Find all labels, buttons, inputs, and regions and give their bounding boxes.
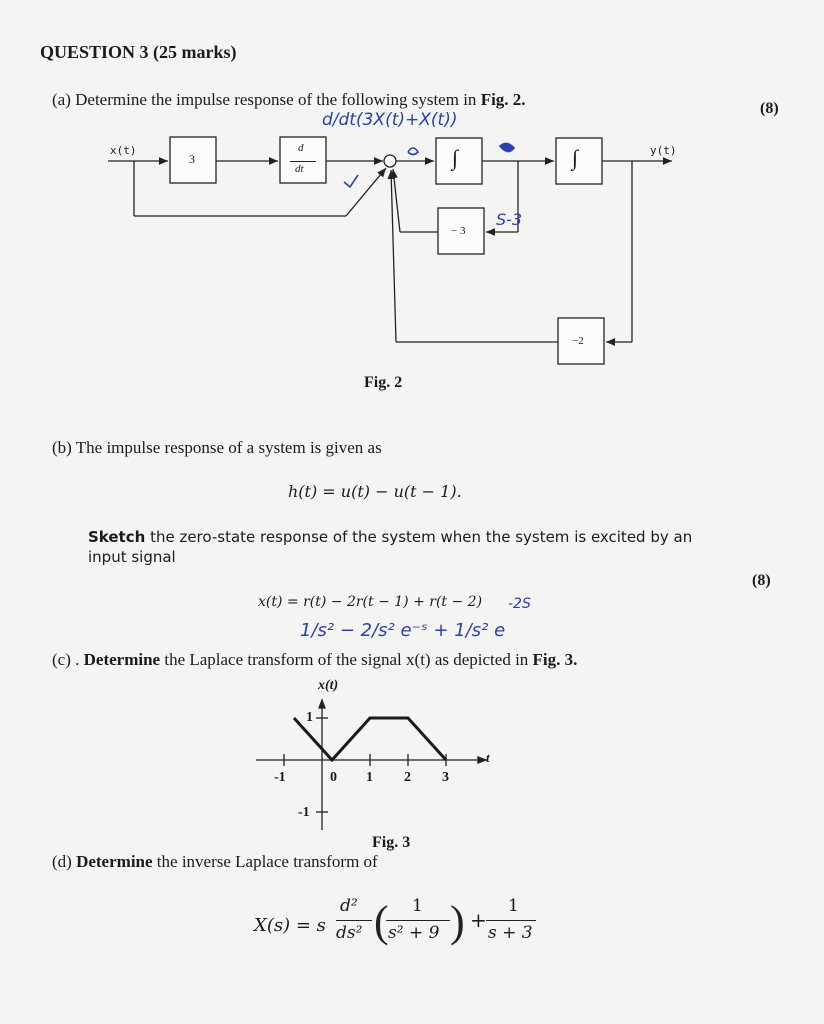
fig3-xtick-minus1: -1 [274, 770, 286, 785]
part-d-d2-den: ds² [336, 923, 363, 943]
part-d-lhs: X(s) = s [254, 915, 326, 936]
integrator-1-label: ∫ [452, 145, 459, 170]
part-b-bold: Sketch [88, 528, 146, 546]
part-a-text: (a) Determine the impulse response of th… [52, 90, 481, 109]
part-c-bold: Determine [83, 650, 161, 669]
integrator-1-block [435, 137, 483, 185]
gain-3-label: 3 [189, 152, 195, 166]
fig3-xtick-3: 3 [442, 770, 449, 785]
part-d-frac1-bar [386, 920, 450, 921]
part-c-prefix: (c) . [52, 650, 84, 669]
fig3-xtick-0: 0 [330, 770, 337, 785]
fig3-caption: Fig. 3 [372, 834, 411, 851]
part-b-text-1: the zero-state response of the system wh… [145, 528, 693, 546]
part-a-marks: (8) [760, 100, 779, 117]
question-title: QUESTION 3 (25 marks) [40, 42, 237, 62]
part-b-marks: (8) [752, 572, 771, 589]
part-b-impulse-eq: h(t) = u(t) − u(t − 1). [288, 482, 462, 501]
integrator-2-block [555, 137, 603, 185]
gain-3-block [169, 136, 217, 184]
part-d-frac2-bar [486, 920, 536, 921]
fig3-xtick-2: 2 [404, 770, 411, 785]
feedback-minus2-label: −2 [572, 335, 584, 347]
part-d-frac1-num: 1 [412, 896, 423, 916]
part-b-intro: (b) The impulse response of a system is … [52, 438, 382, 457]
part-d-frac1-den: s² + 9 [388, 923, 440, 943]
part-d-frac2-num: 1 [508, 896, 519, 916]
part-d-d2-num: d² [340, 896, 358, 916]
diff-num-label: d [298, 142, 304, 154]
part-c-fig-ref: Fig. 3. [532, 650, 578, 669]
part-d-text: the inverse Laplace transform of [152, 852, 378, 871]
part-c-text: the Laplace transform of the signal x(t)… [160, 650, 533, 669]
feedback-minus2-block [557, 317, 605, 365]
part-d-d2-bar [336, 920, 372, 921]
part-d-bold: Determine [76, 852, 153, 871]
part-a-prompt: (a) Determine the impulse response of th… [52, 90, 526, 110]
part-c-prompt: (c) . Determine the Laplace transform of… [52, 650, 577, 670]
diff-fraction-bar [290, 161, 316, 162]
fig2-handwritten-s3: S-3 [496, 210, 523, 229]
fig3-signal-line [292, 716, 448, 763]
fig2-caption: Fig. 2 [364, 374, 403, 391]
part-a-fig-ref: Fig. 2. [480, 90, 526, 109]
part-d-prefix: (d) [52, 852, 77, 871]
part-d-right-paren: ) [450, 897, 465, 946]
part-d-plus: + [470, 908, 487, 932]
fig3-ylabel: x(t) [318, 678, 339, 693]
part-b-text: Sketch the zero-state response of the sy… [88, 528, 692, 546]
part-d-prompt: (d) Determine the inverse Laplace transf… [52, 852, 378, 872]
fig2-output-label: y(t) [650, 144, 677, 157]
part-d-frac2-den: s + 3 [488, 923, 533, 943]
feedback-minus3-block [437, 207, 485, 255]
part-b-handwritten-1: -2S [508, 596, 531, 612]
feedback-minus3-label: − 3 [451, 225, 466, 237]
fig3-xtick-1: 1 [366, 770, 373, 785]
part-d-left-paren: ( [374, 897, 389, 946]
integrator-2-label: ∫ [572, 145, 579, 170]
part-b-text-line2: input signal [88, 548, 176, 566]
part-b-handwritten-2: 1/s² − 2/s² e⁻ˢ + 1/s² e [300, 620, 506, 641]
part-a-handwritten-note: d/dt(3X(t)+X(t)) [322, 110, 458, 130]
fig3-ytick-minus1: -1 [298, 805, 310, 820]
diff-den-label: dt [295, 163, 304, 175]
part-b-input-eq: x(t) = r(t) − 2r(t − 1) + r(t − 2) [258, 594, 483, 610]
fig3-ytick-1: 1 [306, 710, 313, 725]
fig2-input-label: x(t) [110, 144, 137, 157]
differentiator-block [279, 136, 327, 184]
fig3-xlabel: t [486, 750, 490, 765]
